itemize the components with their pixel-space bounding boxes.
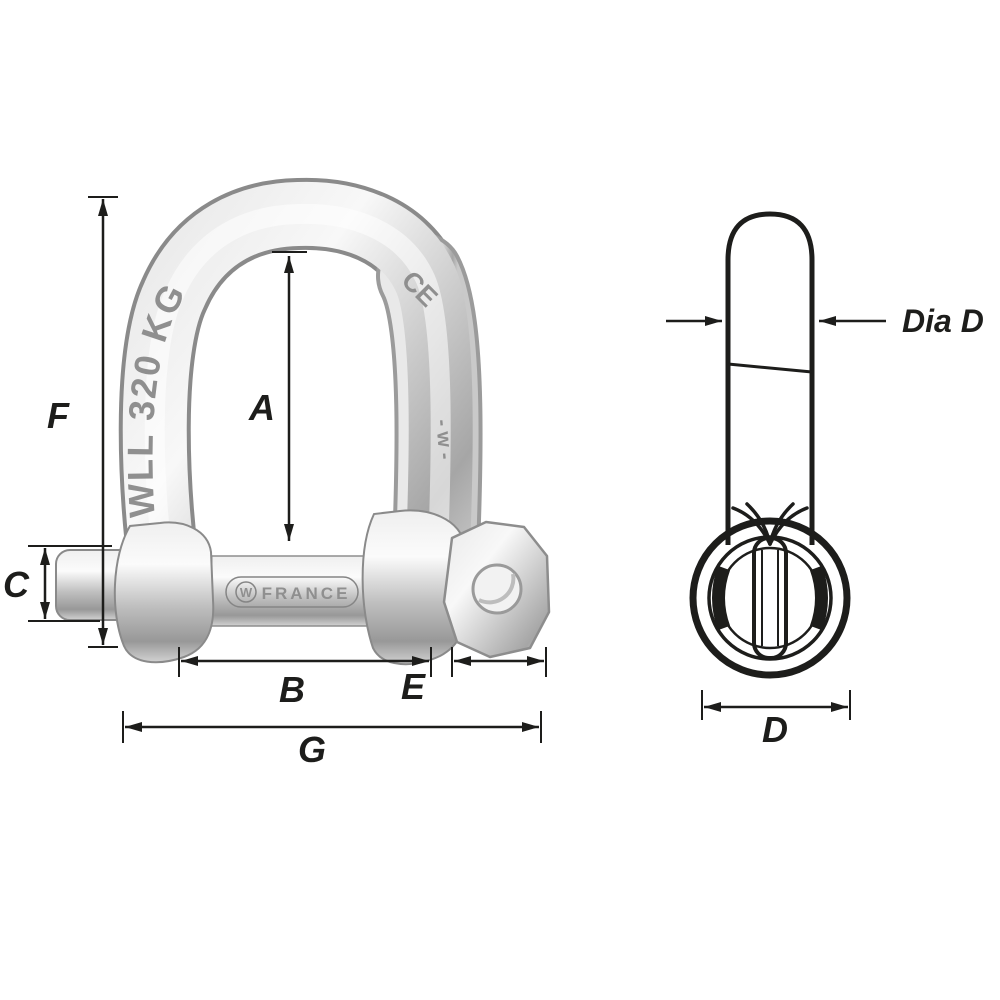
dimension-label-g: G (298, 729, 326, 770)
side-pin-slot (752, 536, 788, 660)
dimension-label-a: A (248, 387, 275, 428)
shackle-bow (118, 177, 483, 648)
side-shaft-joint-line (727, 362, 813, 374)
pin-hole-shadow (478, 573, 516, 605)
front-view: W FRANCE WLL 320 KG CE - w - (3, 177, 551, 770)
side-marking: - w - (431, 419, 456, 461)
pin-stamp: W FRANCE (225, 576, 359, 608)
side-view: Dia D D (666, 211, 984, 750)
pin-stamp-outline (225, 576, 359, 608)
cusp-left-inner (745, 502, 772, 546)
dimension-label-f: F (47, 395, 70, 436)
side-eye-outer-ring (689, 517, 851, 679)
brand-logo-circle (235, 581, 257, 603)
dimension-label-c: C (3, 564, 30, 605)
side-eye-left-shade (712, 565, 731, 631)
pin-hole (471, 563, 523, 615)
dimension-label-d: D (762, 709, 788, 750)
side-eye-inner-ring (718, 546, 822, 650)
dimension-label-b: B (279, 669, 305, 710)
dia-d-label: Dia D (902, 303, 984, 339)
side-eye-middle-ring (707, 535, 833, 661)
brand-logo-letter: W (240, 585, 253, 600)
bow-left-eye (113, 521, 215, 664)
pin-stamp-text: FRANCE (262, 584, 351, 603)
front-dimensions (28, 196, 547, 743)
bow-highlight (144, 203, 451, 622)
cusp-right-inner (768, 502, 795, 546)
side-shaft (725, 211, 815, 545)
pin-hex-head (442, 520, 551, 659)
bow-right-eye (361, 509, 470, 666)
side-eye-right-shade (809, 565, 828, 631)
dimension-label-e: E (401, 666, 426, 707)
